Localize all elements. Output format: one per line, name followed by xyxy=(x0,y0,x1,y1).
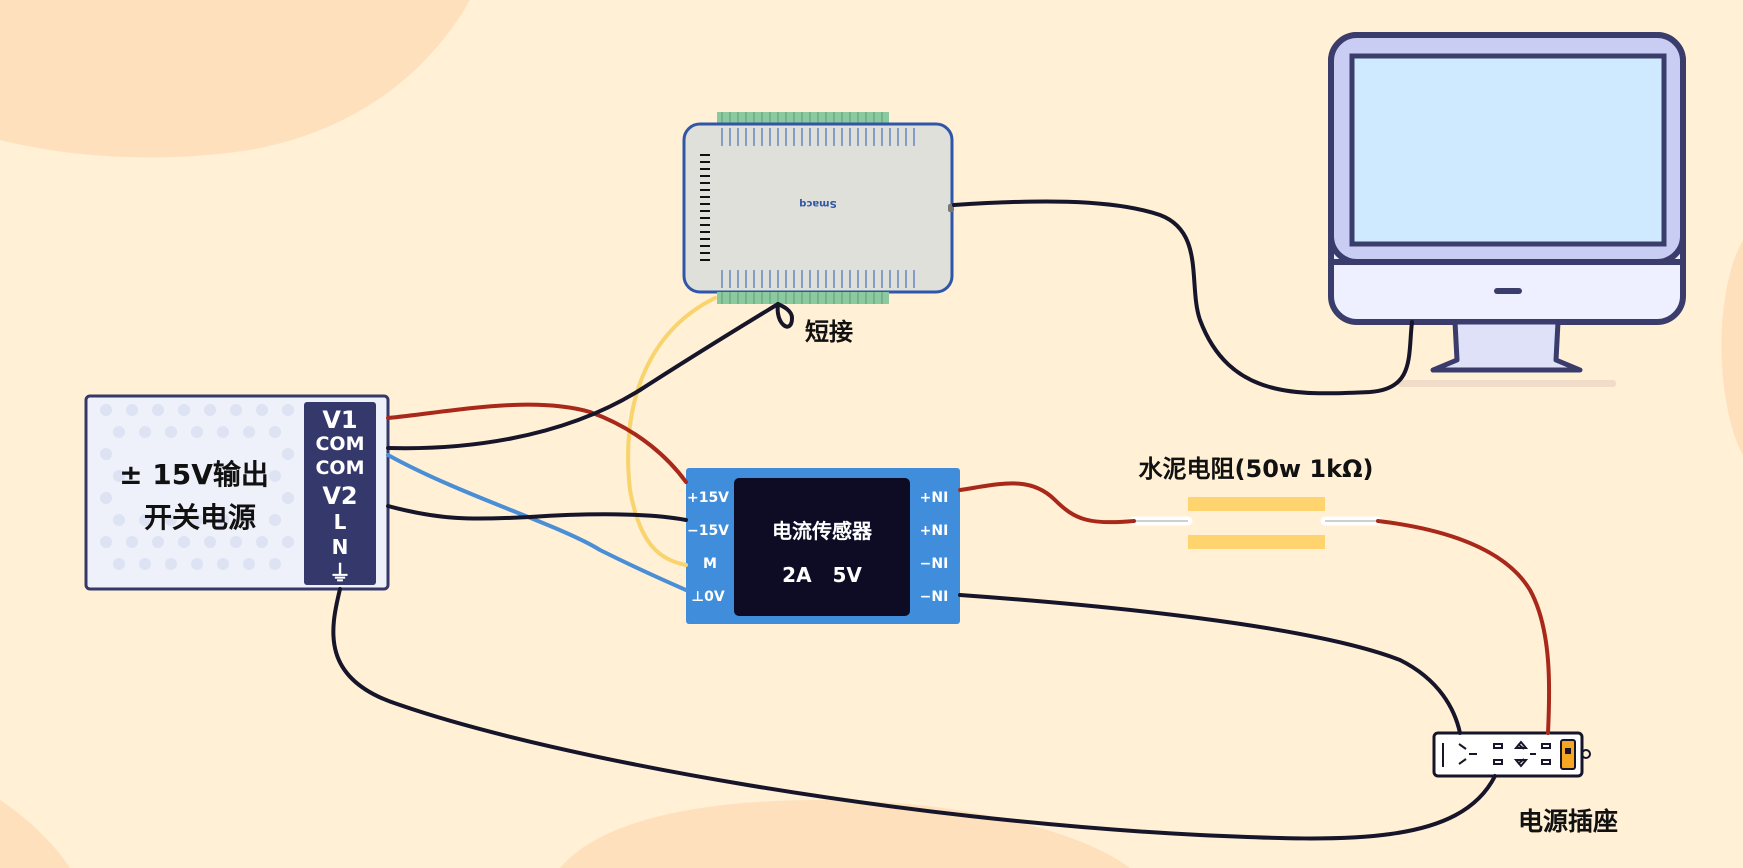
socket-switch-dot xyxy=(1565,748,1571,754)
psu-vent-dots xyxy=(100,404,294,570)
daq-device: Smacq xyxy=(682,112,954,304)
sensor-pin-plus-ni-2: +NI xyxy=(920,523,949,539)
sensor-pin-minus-ni-2: −NI xyxy=(920,589,949,605)
wire-red-v1 xyxy=(386,402,688,484)
daq-pin-label-marks-bottom xyxy=(721,270,915,288)
sensor-pin-m: M xyxy=(703,556,717,572)
daq-bottom-terminal-strip xyxy=(717,292,889,304)
psu-terminal-com2: COM xyxy=(315,457,364,479)
psu-terminal-ground-icon: ⏚ xyxy=(329,562,351,587)
wire-red-resistor-socket xyxy=(1376,519,1552,735)
psu-terminal-v2: V2 xyxy=(322,482,357,510)
sensor-spec: 2A 5V xyxy=(782,563,862,587)
sensor-pin-plus-ni-1: +NI xyxy=(920,490,949,506)
wire-red-ni-resistor xyxy=(958,481,1136,525)
monitor-logo-bar xyxy=(1494,288,1522,294)
daq-bottom-terminal-pins xyxy=(721,292,883,304)
sensor-pin-minus-ni-1: −NI xyxy=(920,556,949,572)
power-socket xyxy=(1432,731,1591,778)
psu-terminal-n: N xyxy=(332,535,349,559)
sensor-pin-0v: ⊥0V xyxy=(691,589,725,605)
wire-black-ni-socket xyxy=(958,593,1462,735)
cement-resistor xyxy=(1129,497,1383,549)
psu-terminal-v1: V1 xyxy=(322,406,357,434)
socket-cord-ring xyxy=(1581,749,1591,759)
label-power-socket: 电源插座 xyxy=(1518,807,1618,836)
wires xyxy=(331,199,1552,841)
daq-top-terminal-pins xyxy=(721,112,883,124)
psu-terminal-l: L xyxy=(334,510,347,534)
socket-body xyxy=(1432,731,1584,778)
wire-blue-com xyxy=(386,453,688,592)
resistor-body-top xyxy=(1188,497,1325,511)
sensor-pin-minus15v: −15V xyxy=(687,523,729,539)
wire-black-short-loop xyxy=(775,302,795,329)
socket-switch xyxy=(1560,739,1576,770)
daq-top-terminal-strip xyxy=(717,112,889,124)
label-short-circuit: 短接 xyxy=(805,318,853,346)
blob-bottom-left xyxy=(0,800,70,868)
daq-pin-label-marks-top xyxy=(721,128,915,146)
resistor-body-bottom xyxy=(1188,535,1325,549)
monitor-shadow xyxy=(1398,380,1616,387)
psu-terminal-block xyxy=(304,402,376,585)
monitor-stand xyxy=(1430,319,1583,373)
wire-black-usb-monitor xyxy=(952,199,1414,396)
monitor-screen xyxy=(1349,53,1667,247)
power-supply: ± 15V输出 开关电源 V1 COM COM V2 L N ⏚ xyxy=(84,394,390,591)
sensor-name: 电流传感器 xyxy=(772,519,873,543)
current-sensor: 电流传感器 2A 5V +15V −15V M ⊥0V +NI +NI −NI … xyxy=(686,468,960,624)
wire-yellow-short xyxy=(626,296,717,567)
wire-black-ground-socket xyxy=(331,587,1497,841)
psu-title-line2: 开关电源 xyxy=(144,501,256,534)
blob-top-left xyxy=(0,0,470,158)
wire-black-com-daq xyxy=(386,302,780,451)
blob-right xyxy=(1721,240,1743,455)
psu-title-line1: ± 15V输出 xyxy=(119,458,269,491)
monitor-icon xyxy=(1328,32,1686,387)
socket-outlet-icons xyxy=(1442,740,1551,768)
daq-brand-logo: Smacq xyxy=(799,198,836,209)
psu-terminal-com1: COM xyxy=(315,433,364,455)
label-cement-resistor: 水泥电阻(50w 1kΩ) xyxy=(1139,455,1374,483)
sensor-screen xyxy=(734,478,910,616)
wire-black-v2 xyxy=(386,504,688,522)
sensor-pin-plus15v: +15V xyxy=(687,490,729,506)
daq-led-bars xyxy=(700,154,710,261)
